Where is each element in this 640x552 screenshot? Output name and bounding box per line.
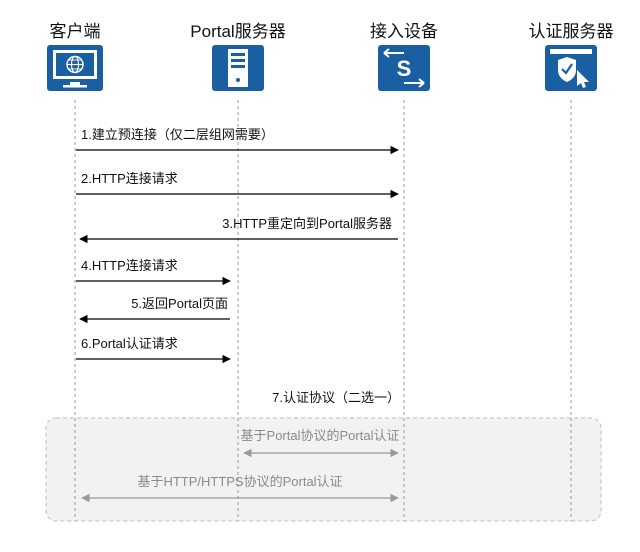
portal-server-icon	[212, 45, 264, 91]
actor-label-auth-server: 认证服务器	[529, 22, 614, 41]
option-portal-protocol: 基于Portal协议的Portal认证	[241, 428, 400, 458]
message-2-label: 2.HTTP连接请求	[81, 171, 178, 186]
actor-label-portal-server: Portal服务器	[190, 22, 285, 41]
message-4-label: 4.HTTP连接请求	[81, 258, 178, 273]
message-1-label: 1.建立预连接（仅二层组网需要）	[81, 127, 274, 142]
message-3-label: 3.HTTP重定向到Portal服务器	[222, 216, 392, 231]
message-6: 6.Portal认证请求	[76, 336, 231, 364]
message-4: 4.HTTP连接请求	[76, 258, 231, 286]
message-3: 3.HTTP重定向到Portal服务器	[79, 216, 398, 244]
actor-label-access-device: 接入设备	[370, 22, 438, 41]
auth-server-icon	[545, 45, 597, 91]
access-switch-icon: S	[378, 45, 430, 91]
message-1: 1.建立预连接（仅二层组网需要）	[76, 127, 399, 155]
client-computer-icon	[47, 45, 103, 91]
option-2-label: 基于HTTP/HTTPS协议的Portal认证	[137, 474, 342, 489]
svg-text:S: S	[397, 56, 412, 81]
lifelines	[74, 100, 572, 521]
actor-label-client: 客户端	[50, 22, 101, 41]
message-2: 2.HTTP连接请求	[76, 171, 399, 199]
message-6-label: 6.Portal认证请求	[81, 336, 178, 351]
message-5: 5.返回Portal页面	[79, 296, 230, 324]
message-5-label: 5.返回Portal页面	[131, 296, 228, 311]
message-7-label: 7.认证协议（二选一）	[272, 390, 400, 405]
option-1-label: 基于Portal协议的Portal认证	[241, 428, 400, 443]
option-http-protocol: 基于HTTP/HTTPS协议的Portal认证	[81, 474, 399, 503]
